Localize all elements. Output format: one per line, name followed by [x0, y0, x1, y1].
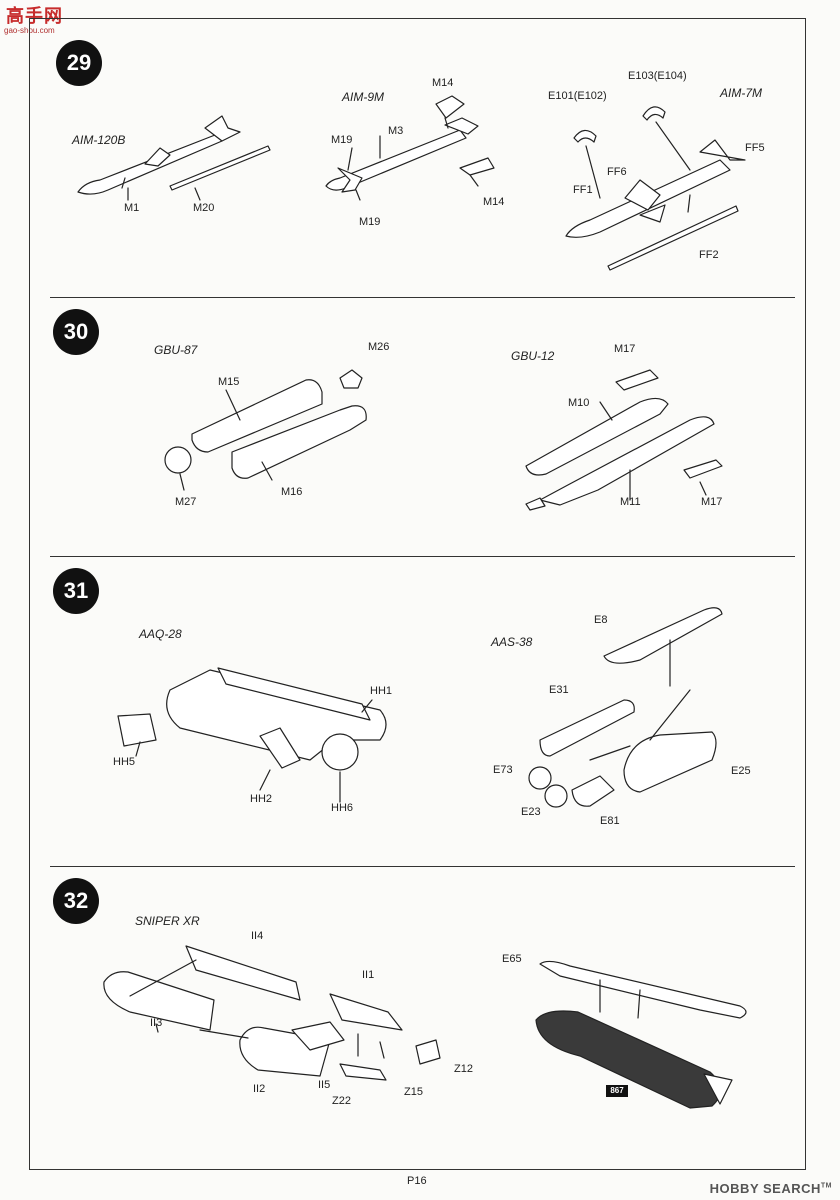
aaq-28-pod-drawing — [117, 667, 387, 803]
part-label: Z15 — [404, 1086, 423, 1098]
section-divider — [50, 556, 795, 557]
part-label: M11 — [620, 496, 641, 508]
step-29-number: 29 — [56, 40, 102, 86]
part-label: E73 — [493, 764, 513, 776]
part-label: E65 — [502, 953, 522, 965]
part-label: II3 — [150, 1017, 163, 1029]
part-label: II4 — [251, 930, 264, 942]
part-label: FF2 — [699, 249, 719, 261]
part-label: E103(E104) — [628, 70, 687, 82]
part-label: E101(E102) — [548, 90, 607, 102]
part-label: II1 — [362, 969, 375, 981]
title-sniper-xr: SNIPER XR — [135, 914, 200, 928]
watermark-brand-text: HOBBY SEARCH — [709, 1181, 821, 1196]
title-aim-7m: AIM-7M — [720, 86, 762, 100]
aim-7m-missile-drawing — [565, 106, 746, 271]
part-label: HH2 — [250, 793, 273, 805]
part-label: HH5 — [113, 756, 136, 768]
part-label: M20 — [193, 202, 215, 214]
part-label: M15 — [218, 376, 240, 388]
part-label: HH6 — [331, 802, 354, 814]
part-label: E31 — [549, 684, 569, 696]
part-label: Z12 — [454, 1063, 473, 1075]
part-label: FF6 — [607, 166, 627, 178]
watermark-trademark: TM — [820, 1182, 832, 1190]
aim-120b-missile-drawing — [77, 115, 271, 201]
gbu-87-bomb-drawing — [164, 369, 367, 491]
sniper-xr-painted-pod-drawing — [535, 960, 747, 1109]
decal-number-badge: 867 — [606, 1085, 628, 1097]
page-frame — [29, 18, 806, 1170]
title-gbu-12: GBU-12 — [511, 349, 555, 363]
section-divider — [50, 866, 795, 867]
part-label: M17 — [701, 496, 723, 508]
part-label: M27 — [175, 496, 197, 508]
part-label: M14 — [483, 196, 505, 208]
step-30-number: 30 — [53, 309, 99, 355]
aas-38-pod-drawing — [528, 607, 723, 808]
part-label: M19 — [331, 134, 353, 146]
section-divider — [50, 297, 795, 298]
part-label: II5 — [318, 1079, 331, 1091]
part-label: E23 — [521, 806, 541, 818]
title-aas-38: AAS-38 — [491, 635, 533, 649]
part-label: HH1 — [370, 685, 393, 697]
part-label: M1 — [124, 202, 140, 214]
title-aim-120b: AIM-120B — [72, 133, 126, 147]
part-label: E81 — [600, 815, 620, 827]
part-label: II2 — [253, 1083, 266, 1095]
part-label: M16 — [281, 486, 303, 498]
step-31-number: 31 — [53, 568, 99, 614]
part-label: FF5 — [745, 142, 765, 154]
part-label: E8 — [594, 614, 608, 626]
sniper-xr-pod-drawing — [103, 945, 441, 1081]
part-label: M14 — [432, 77, 454, 89]
gbu-12-bomb-drawing — [525, 369, 723, 511]
aim-9m-missile-drawing — [325, 95, 495, 201]
watermark-brand: HOBBY SEARCHTM — [710, 1181, 832, 1196]
watermark-logo-text: 高手网 — [6, 6, 63, 27]
part-label: FF1 — [573, 184, 593, 196]
title-aaq-28: AAQ-28 — [139, 627, 182, 641]
step-32-number: 32 — [53, 878, 99, 924]
title-gbu-87: GBU-87 — [154, 343, 198, 357]
part-label: M26 — [368, 341, 390, 353]
part-label: M17 — [614, 343, 636, 355]
title-aim-9m: AIM-9M — [342, 90, 384, 104]
page-number: P16 — [407, 1175, 427, 1187]
part-label: Z22 — [332, 1095, 351, 1107]
part-label: M3 — [388, 125, 404, 137]
part-label: M19 — [359, 216, 381, 228]
part-label: M10 — [568, 397, 590, 409]
part-label: E25 — [731, 765, 751, 777]
